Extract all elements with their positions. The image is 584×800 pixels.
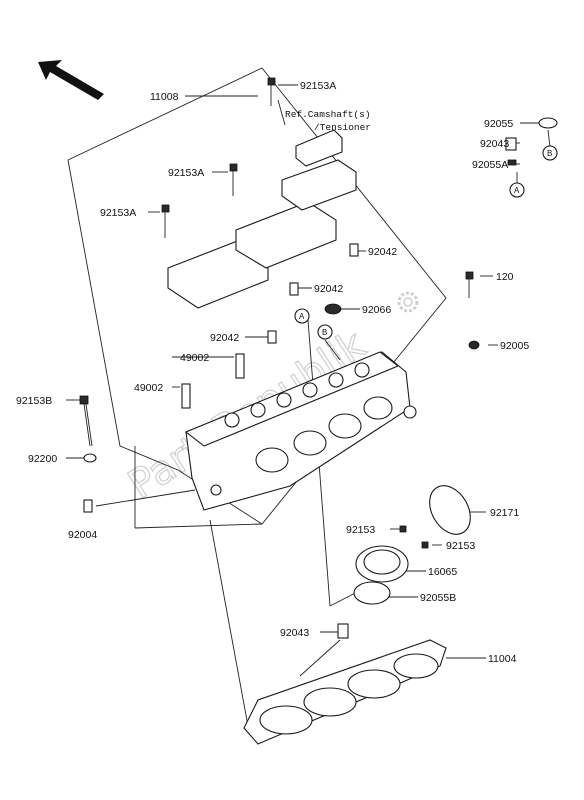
- label-92043-a: 92043: [480, 138, 509, 150]
- label-92042-a: 92042: [368, 246, 397, 258]
- label-92042-c: 92042: [210, 332, 239, 344]
- label-11008: 11008: [150, 91, 179, 103]
- label-92200: 92200: [28, 453, 57, 465]
- svg-text:B: B: [322, 328, 327, 337]
- cylinder-head-gasket: [243, 639, 447, 745]
- label-92042-b: 92042: [314, 283, 343, 295]
- svg-text:A: A: [299, 312, 305, 321]
- label-92066: 92066: [362, 304, 391, 316]
- label-92153-b: 92153: [446, 540, 475, 552]
- small-parts: [83, 117, 558, 549]
- label-11004: 11004: [488, 653, 517, 665]
- ref-circle-b-top: B: [317, 324, 333, 340]
- label-ref-line2: /Tensioner: [314, 122, 371, 133]
- dowel-pin: [337, 623, 349, 639]
- label-92055B: 92055B: [420, 592, 456, 604]
- ref-circle-a-right: A: [509, 182, 525, 198]
- camshaft-cap-assembly: [353, 485, 471, 605]
- bolts: [79, 77, 474, 447]
- label-92004: 92004: [68, 529, 97, 541]
- label-92055A: 92055A: [472, 159, 508, 171]
- label-ref-line1: Ref.Camshaft(s): [285, 109, 371, 120]
- direction-arrow-icon: [38, 60, 104, 100]
- camshaft-caps: [167, 129, 357, 309]
- cylinder-head: [184, 351, 417, 511]
- label-92153B: 92153B: [16, 395, 52, 407]
- label-92005: 92005: [500, 340, 529, 352]
- ref-circle-a-top: A: [294, 308, 310, 324]
- svg-text:B: B: [547, 149, 552, 158]
- label-49002-a: 49002: [180, 352, 209, 364]
- gear-icon: [397, 291, 419, 313]
- label-92153A-left: 92153A: [100, 207, 136, 219]
- svg-text:A: A: [514, 186, 520, 195]
- label-92171: 92171: [490, 507, 519, 519]
- label-16065: 16065: [428, 566, 457, 578]
- label-92043-b: 92043: [280, 627, 309, 639]
- ref-circle-b-right: B: [542, 145, 558, 161]
- label-49002-b: 49002: [134, 382, 163, 394]
- label-92055: 92055: [484, 118, 513, 130]
- label-92153A-mid: 92153A: [168, 167, 204, 179]
- label-92153A-top: 92153A: [300, 80, 336, 92]
- label-120: 120: [496, 271, 514, 283]
- label-92153-a: 92153: [346, 524, 375, 536]
